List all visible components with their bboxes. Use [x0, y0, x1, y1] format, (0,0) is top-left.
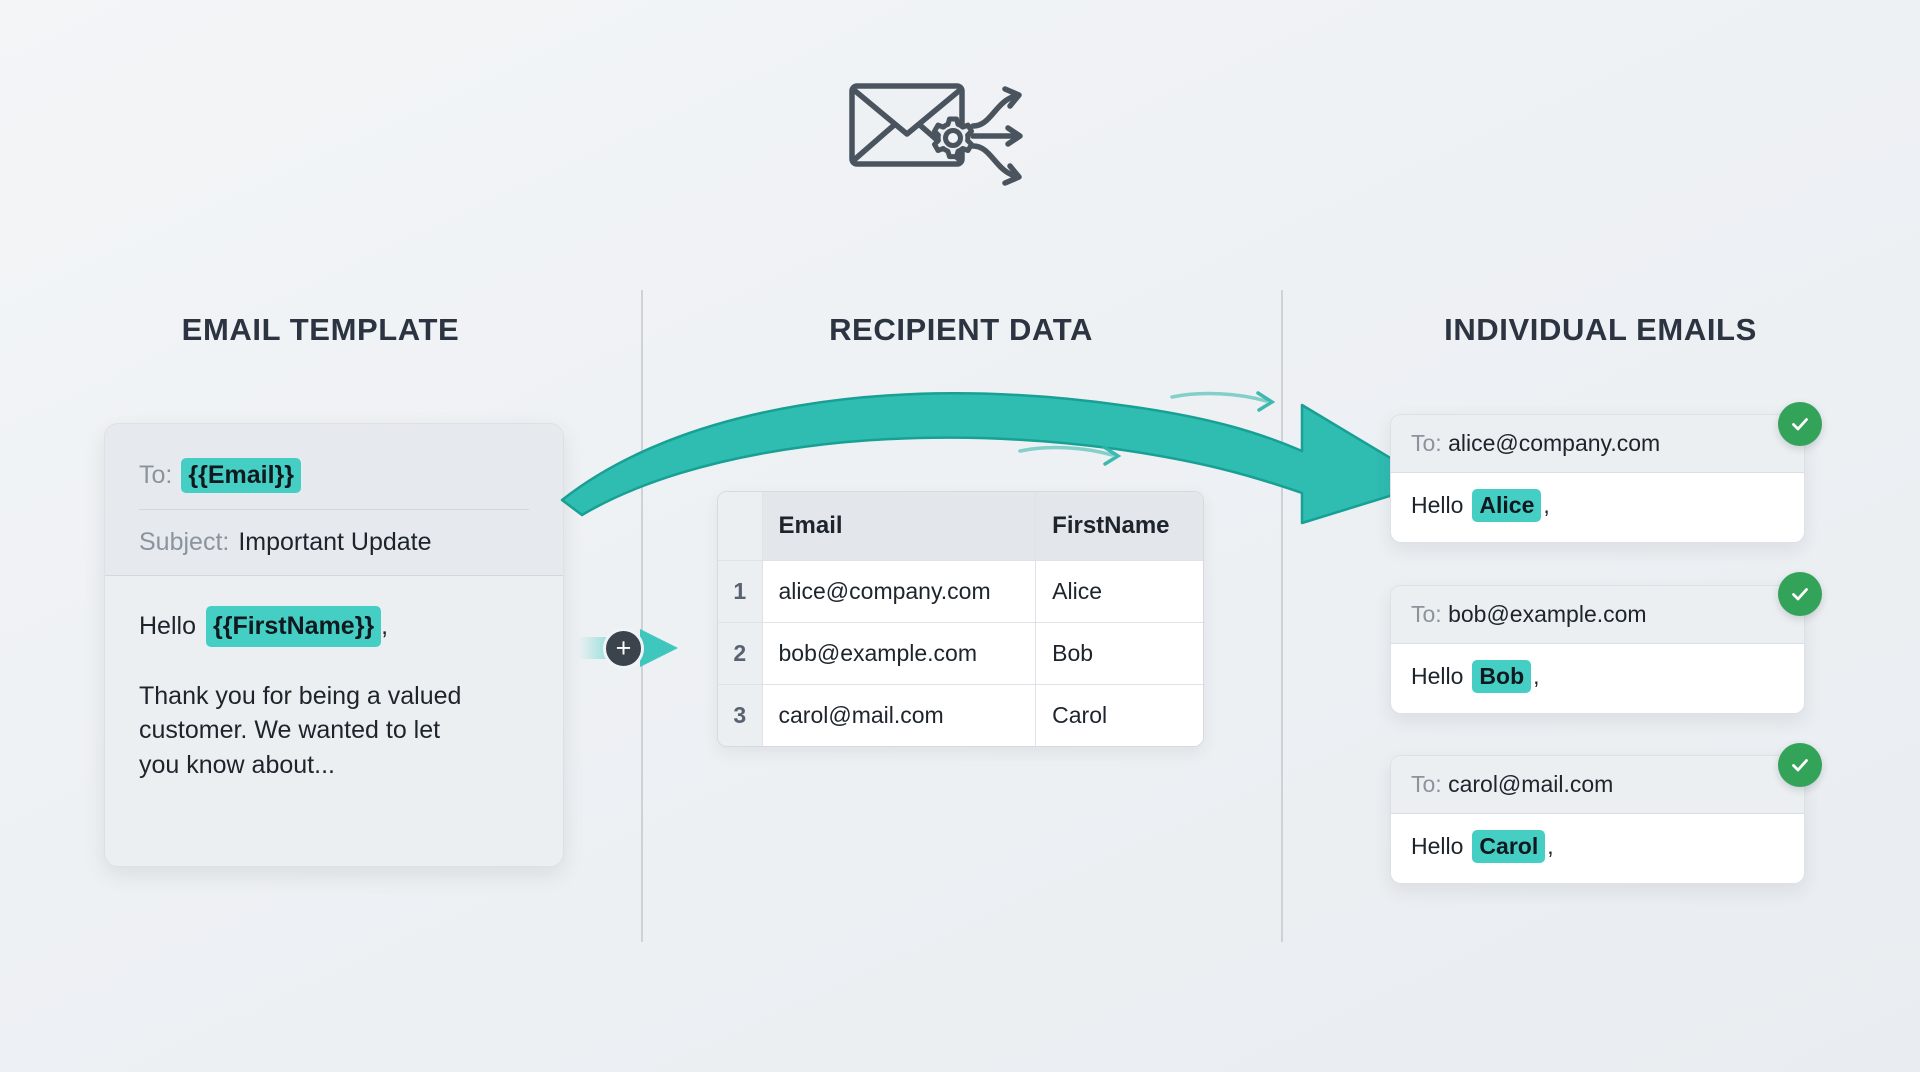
generated-email-card: To: bob@example.com Hello Bob , [1390, 585, 1805, 714]
generated-email-to-row: To: bob@example.com [1391, 586, 1804, 644]
check-circle-icon [1778, 743, 1822, 787]
generated-greeting-comma: , [1547, 833, 1554, 859]
generated-email-to-label: To: [1411, 771, 1442, 797]
merged-value-firstname: Alice [1472, 489, 1542, 522]
row-index: 3 [718, 684, 763, 746]
template-greeting-word: Hello [139, 612, 196, 640]
merge-token-firstname: {{FirstName}} [205, 606, 382, 647]
plus-merge-icon[interactable]: + [603, 628, 644, 669]
heading-recipient-data: RECIPIENT DATA [829, 312, 1093, 347]
generated-email-to-value: carol@mail.com [1448, 771, 1614, 797]
generated-email-to-label: To: [1411, 601, 1442, 627]
heading-individual-emails: INDIVIDUAL EMAILS [1444, 312, 1757, 347]
generated-greeting-word: Hello [1411, 492, 1464, 518]
recipient-data-table: Email FirstName 1 alice@company.com Alic… [717, 491, 1204, 747]
template-header: To: {{Email}} Subject: Important Update [105, 424, 563, 576]
generated-email-body: Hello Alice , [1391, 473, 1804, 542]
row-firstname: Carol [1035, 684, 1203, 746]
generated-email-body: Hello Carol , [1391, 814, 1804, 883]
generated-email-to-value: bob@example.com [1448, 601, 1647, 627]
table-header-email: Email [762, 492, 1037, 561]
row-firstname: Bob [1035, 622, 1203, 685]
table-header-row: Email FirstName [718, 492, 1203, 561]
plus-symbol: + [615, 633, 632, 663]
generated-email-to-value: alice@company.com [1448, 430, 1661, 456]
template-greeting-comma: , [381, 612, 389, 640]
table-row[interactable]: 3 carol@mail.com Carol [718, 684, 1203, 746]
row-index: 2 [718, 622, 763, 685]
generated-email-card: To: alice@company.com Hello Alice , [1390, 414, 1805, 543]
row-email: carol@mail.com [762, 684, 1037, 746]
generated-greeting-comma: , [1543, 492, 1550, 518]
merged-value-firstname: Carol [1472, 830, 1546, 863]
generated-email-card: To: carol@mail.com Hello Carol , [1390, 755, 1805, 884]
mail-merge-envelope-gear-icon [845, 70, 1055, 190]
table-row[interactable]: 2 bob@example.com Bob [718, 622, 1203, 685]
row-firstname: Alice [1035, 560, 1203, 623]
merge-token-email: {{Email}} [181, 458, 301, 493]
template-subject-value: Important Update [238, 528, 432, 556]
generated-greeting-word: Hello [1411, 833, 1464, 859]
template-subject-label: Subject: [139, 528, 230, 556]
heading-email-template: EMAIL TEMPLATE [181, 312, 460, 347]
generated-email-body: Hello Bob , [1391, 644, 1804, 713]
merged-value-firstname: Bob [1472, 660, 1532, 693]
row-email: bob@example.com [762, 622, 1037, 685]
table-row[interactable]: 1 alice@company.com Alice [718, 560, 1203, 623]
email-template-card: To: {{Email}} Subject: Important Update … [104, 423, 564, 867]
column-divider-left [641, 290, 643, 942]
generated-greeting-word: Hello [1411, 663, 1464, 689]
generated-email-to-label: To: [1411, 430, 1442, 456]
check-circle-icon [1778, 572, 1822, 616]
template-to-label: To: [139, 461, 173, 489]
column-divider-right [1281, 290, 1283, 942]
table-header-firstname: FirstName [1035, 492, 1203, 561]
generated-email-to-row: To: carol@mail.com [1391, 756, 1804, 814]
check-circle-icon [1778, 402, 1822, 446]
table-header-index [718, 492, 763, 561]
template-body: Hello {{FirstName}} , Thank you for bein… [105, 576, 563, 812]
row-email: alice@company.com [762, 560, 1037, 623]
template-body-paragraph: Thank you for being a valued customer. W… [139, 681, 462, 779]
template-subject-row: Subject: Important Update [139, 509, 529, 565]
template-to-row: To: {{Email}} [139, 450, 529, 509]
merge-connector: + [578, 617, 703, 679]
generated-email-to-row: To: alice@company.com [1391, 415, 1804, 473]
template-greeting-row: Hello {{FirstName}} , [139, 606, 529, 647]
row-index: 1 [718, 560, 763, 623]
generated-greeting-comma: , [1533, 663, 1540, 689]
